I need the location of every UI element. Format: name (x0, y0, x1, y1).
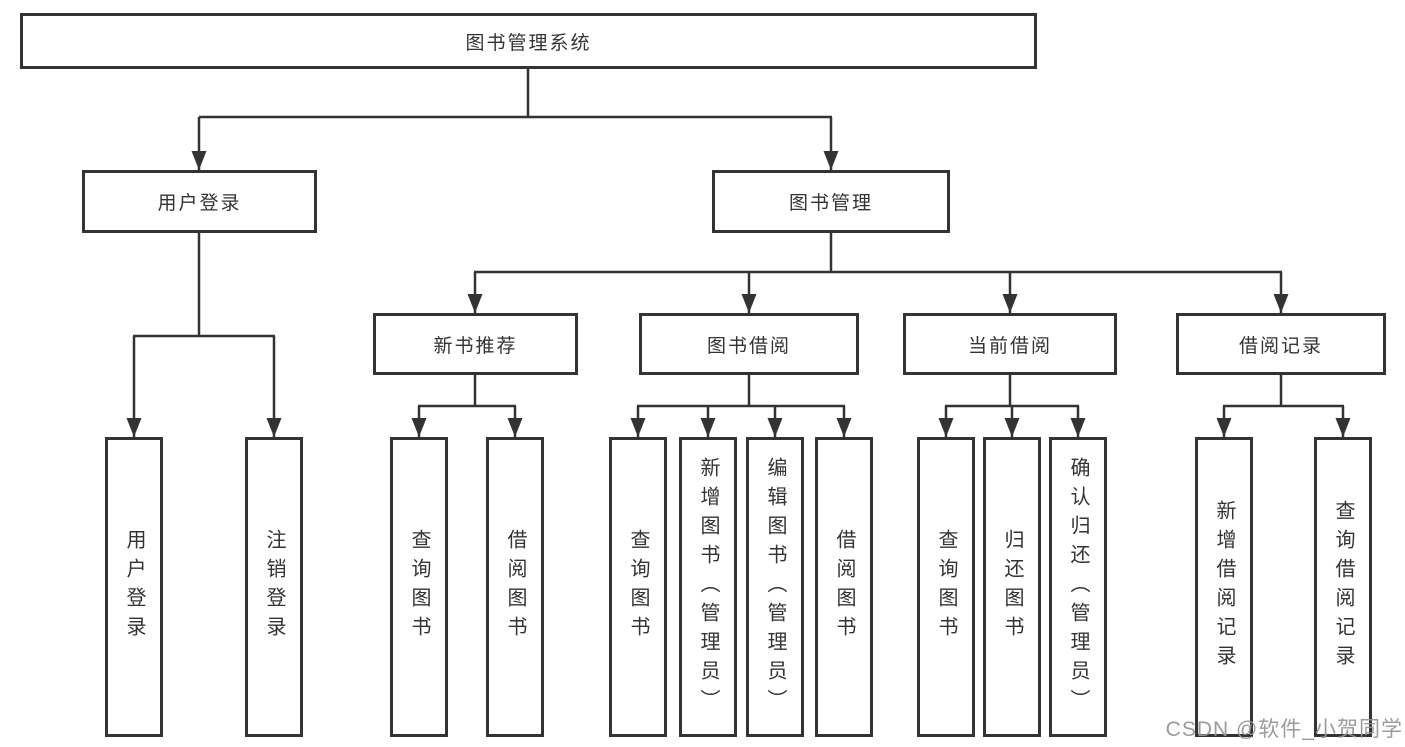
node-label: 新书推荐 (433, 335, 518, 357)
node-user-login: 用户登录 (82, 170, 317, 233)
node-label: 用户登录 (123, 529, 145, 645)
node-bor-edit-books-admin: 编辑图书（管理员） (746, 437, 804, 737)
node-label: 编辑图书（管理员） (764, 456, 786, 718)
node-records-query-record: 查询借阅记录 (1314, 437, 1372, 737)
node-label: 确认归还（管理员） (1067, 456, 1089, 718)
node-bor-borrow-books: 借阅图书 (815, 437, 873, 737)
node-book-system-root: 图书管理系统 (20, 13, 1037, 69)
node-label: 查询图书 (408, 529, 430, 645)
node-book-management: 图书管理 (712, 170, 950, 233)
tree-arrowheads (126, 117, 1351, 437)
node-label: 借阅图书 (504, 529, 526, 645)
node-records-add-record: 新增借阅记录 (1195, 437, 1253, 737)
node-label: 查询图书 (935, 529, 957, 645)
node-label: 图书管理系统 (465, 32, 592, 54)
node-label: 图书借阅 (706, 335, 791, 357)
node-label: 查询图书 (627, 529, 649, 645)
node-cur-return-books: 归还图书 (983, 437, 1041, 737)
node-label: 借阅记录 (1238, 335, 1323, 357)
node-bor-add-books-admin: 新增图书（管理员） (679, 437, 737, 737)
node-cur-confirm-return-admin: 确认归还（管理员） (1049, 437, 1107, 737)
node-label: 新增图书（管理员） (697, 456, 719, 718)
node-label: 借阅图书 (833, 529, 855, 645)
node-label: 查询借阅记录 (1332, 500, 1354, 674)
node-label: 注销登录 (263, 529, 285, 645)
tree-connector-lines (133, 69, 1344, 408)
node-logout-leaf: 注销登录 (245, 437, 303, 737)
node-borrowing-records: 借阅记录 (1176, 313, 1386, 375)
node-book-borrowing: 图书借阅 (639, 313, 859, 375)
node-new-book-recommend: 新书推荐 (373, 313, 578, 375)
node-rec-borrow-books: 借阅图书 (486, 437, 544, 737)
node-bor-query-books: 查询图书 (609, 437, 667, 737)
node-cur-query-books: 查询图书 (917, 437, 975, 737)
node-current-borrowing: 当前借阅 (903, 313, 1117, 375)
node-label: 新增借阅记录 (1213, 500, 1235, 674)
node-label: 图书管理 (788, 193, 873, 214)
node-label: 当前借阅 (967, 335, 1052, 357)
node-label: 用户登录 (157, 193, 242, 214)
node-user-login-leaf: 用户登录 (105, 437, 163, 737)
node-rec-query-books: 查询图书 (390, 437, 448, 737)
csdn-watermark: CSDN @软件_小贺同学 (1165, 718, 1403, 741)
node-label: 归还图书 (1001, 529, 1023, 645)
